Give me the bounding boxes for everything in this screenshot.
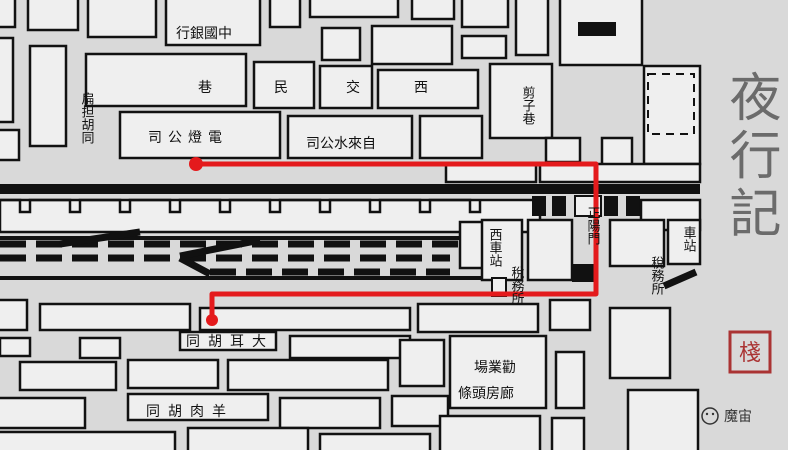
route-path — [196, 161, 599, 320]
brand: 魔宙 — [701, 407, 752, 425]
railway-tracks — [0, 218, 702, 297]
label-west-legation-3: 交 — [346, 79, 360, 96]
route-start-marker — [189, 157, 203, 171]
dashed-outline — [647, 73, 695, 135]
label-biandan-hutong: 扁担胡同 — [79, 92, 95, 144]
wall-road — [0, 184, 700, 194]
label-yangrou-hutong: 同胡肉羊 — [146, 404, 234, 420]
label-tax-office-east: 稅務所 — [649, 256, 665, 295]
label-west-legation-4: 西 — [414, 80, 428, 96]
seal-stamp: 棧 — [728, 330, 772, 374]
label-west-legation-2: 民 — [274, 80, 288, 96]
city-blocks — [0, 0, 702, 450]
svg-text:棧: 棧 — [739, 341, 761, 366]
route-end-marker — [206, 314, 218, 326]
label-west-station: 西車站 — [487, 228, 503, 267]
label-east-station: 車站 — [681, 226, 697, 252]
label-daer-hutong: 同胡耳大 — [186, 334, 274, 350]
label-bank: 行銀國中 — [176, 26, 232, 42]
city-wall — [0, 195, 702, 234]
title-yexingji: 夜行記 — [720, 70, 780, 244]
label-quanyechang: 場業勸 — [474, 360, 516, 376]
label-langfang: 條頭房廊 — [458, 385, 514, 402]
label-jianzi-lane: 剪子巷 — [520, 85, 536, 125]
label-zhengyangmen: 正陽門 — [585, 206, 601, 246]
label-west-legation-1: 巷 — [198, 80, 212, 96]
label-water-company: 司公水來自 — [306, 136, 376, 152]
brand-name: 魔宙 — [724, 409, 752, 425]
north-gate-block — [578, 22, 616, 36]
label-tax-office-west: 稅務所 — [509, 266, 525, 305]
wechat-icon — [701, 407, 719, 425]
label-electric-company: 司公燈電 — [148, 130, 228, 146]
title-panel — [706, 0, 788, 450]
